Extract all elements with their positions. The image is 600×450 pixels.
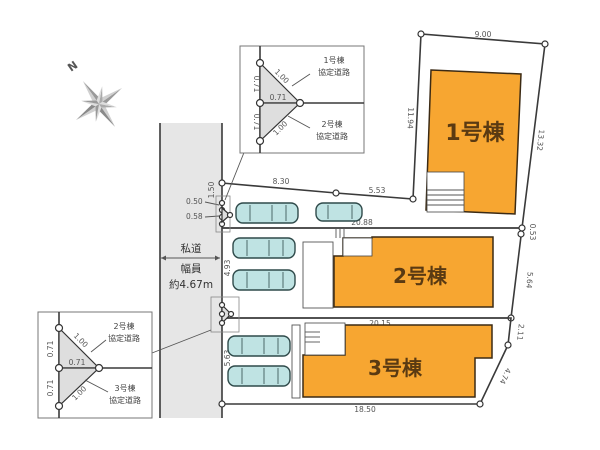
dim-access-left: 1.50 — [207, 181, 216, 198]
inset-bottom-side-lower: 0.71 — [46, 379, 55, 396]
inset-bottom-lower-sublabel: 協定道路 — [109, 395, 141, 405]
building-3-label: 3号棟 — [368, 356, 423, 380]
parking-area — [227, 202, 363, 387]
dim-lot3-right-b: 4.74 — [498, 367, 513, 386]
dim-lot2-top: 20.88 — [351, 218, 373, 227]
road-label-1: 私道 — [181, 242, 202, 255]
dim-offset-a: 0.50 — [186, 197, 203, 206]
building-3: 3号棟 — [302, 322, 493, 398]
building-1: 1号棟 — [425, 69, 522, 215]
inset-bottom: 0.71 0.71 0.71 1.00 1.00 2号棟 協定道路 3号棟 協定… — [37, 311, 153, 419]
dim-lot1-right: 13.32 — [535, 129, 546, 152]
inset-top-side-upper: 0.71 — [252, 76, 261, 93]
junction-lower — [210, 296, 240, 333]
building-2-label: 2号棟 — [393, 264, 448, 288]
building-2: 2号棟 — [333, 228, 494, 308]
road-label-2: 幅員 — [181, 262, 202, 275]
inset-top-middle: 0.71 — [270, 93, 287, 102]
building-1-label: 1号棟 — [445, 120, 505, 146]
dim-lot1-top: 9.00 — [475, 30, 492, 39]
inset-bottom-lower-label: 3号棟 — [114, 383, 135, 393]
car-icon — [232, 237, 296, 259]
dim-lot3-right-a: 2.11 — [515, 323, 526, 341]
dim-lot3-left: 5.63 — [223, 349, 232, 366]
inset-top-lower-sublabel: 協定道路 — [316, 131, 348, 141]
car-icon — [315, 202, 363, 222]
inset-bottom-middle: 0.71 — [69, 358, 86, 367]
compass-rose-icon: N — [65, 59, 122, 127]
inset-bottom-upper-sublabel: 協定道路 — [108, 333, 140, 343]
dim-lot2-right-small: 0.53 — [528, 224, 537, 241]
inset-top-side-lower: 0.71 — [252, 114, 261, 131]
car-icon — [235, 202, 299, 224]
dim-access-top-b: 5.53 — [369, 186, 386, 195]
inset-top-lower-label: 2号棟 — [321, 119, 342, 129]
inset-bottom-upper-label: 2号棟 — [113, 321, 134, 331]
inset-top-upper-sublabel: 協定道路 — [318, 67, 350, 77]
inset-top: 0.71 0.71 0.71 1.00 1.00 1号棟 協定道路 2号棟 協定… — [239, 45, 365, 154]
private-road: 私道 幅員 約4.67m — [159, 123, 223, 418]
dim-access-top-a: 8.30 — [273, 177, 290, 186]
north-label: N — [65, 59, 80, 75]
dim-lot3-top: 20.15 — [369, 319, 391, 328]
inset-top-upper-label: 1号棟 — [323, 55, 344, 65]
dim-lot3-bottom: 18.50 — [354, 405, 376, 414]
road-width-label: 約4.67m — [169, 278, 213, 291]
dim-lot2-left: 4.93 — [223, 259, 232, 276]
car-icon — [227, 335, 291, 357]
car-icon — [232, 269, 296, 291]
car-icon — [227, 365, 291, 387]
junction-upper — [215, 195, 234, 233]
dim-lot2-right: 5.64 — [524, 272, 534, 290]
inset-bottom-side-upper: 0.71 — [46, 340, 55, 357]
dim-offset-b: 0.58 — [186, 212, 203, 221]
dim-lot1-left: 11.94 — [406, 107, 416, 129]
